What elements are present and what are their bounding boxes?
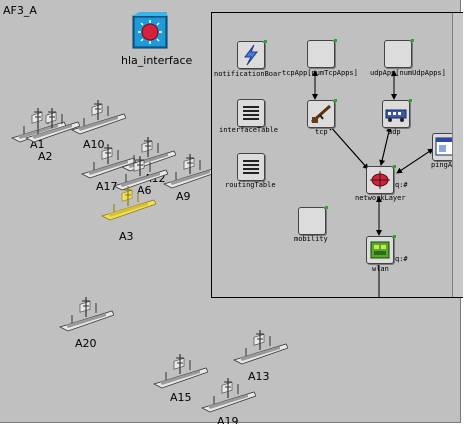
ship-label: A17	[96, 180, 118, 193]
network-layer-label: networkLayer	[355, 194, 406, 202]
udp-app-label: udpApp[numUdpApps]	[370, 69, 446, 77]
ship-label: A3	[119, 230, 134, 243]
host-module-panel[interactable]: notificationBoar tcpApp[numTcpApps] udpA…	[211, 12, 463, 298]
hla-interface-label: hla_interface	[121, 54, 193, 67]
status-marker	[393, 165, 396, 168]
router-icon	[370, 171, 390, 189]
mobility-node[interactable]	[298, 207, 326, 235]
network-globe-icon	[132, 12, 168, 49]
ship-icon	[80, 144, 137, 179]
status-marker	[334, 99, 337, 102]
ship-icon	[58, 297, 115, 332]
tcp-app-node[interactable]	[307, 40, 335, 68]
ship-icon	[162, 154, 219, 189]
vertical-scrollbar[interactable]	[452, 13, 463, 297]
notification-board-label: notificationBoar	[214, 70, 282, 78]
ship-label: A9	[176, 190, 191, 203]
ship-icon	[112, 156, 169, 191]
status-marker	[264, 40, 267, 43]
ship-label: A15	[170, 391, 192, 404]
ship-label: A10	[83, 138, 105, 151]
network-layer-gate: q:#	[395, 181, 408, 189]
interface-table-node[interactable]	[237, 99, 265, 127]
udp-app-node[interactable]	[384, 40, 412, 68]
routing-table-label: routingTable	[225, 181, 276, 189]
list-icon	[243, 160, 259, 174]
ship-icon	[232, 330, 289, 365]
notification-board-node[interactable]	[237, 41, 265, 69]
ping-app-label: pingApp	[431, 161, 461, 169]
ship-a6[interactable]	[112, 152, 169, 196]
ship-icon	[100, 186, 157, 221]
ship-a19[interactable]	[200, 374, 257, 418]
ship-label: A20	[75, 337, 97, 350]
tcp-label: tcp	[315, 128, 328, 136]
ship-icon	[200, 378, 257, 413]
wlan-gate: q:#	[395, 255, 408, 263]
ship-label: A6	[137, 184, 152, 197]
routing-table-node[interactable]	[237, 153, 265, 181]
ship-label: A19	[217, 415, 239, 424]
list-icon	[243, 106, 259, 120]
network-layer-node[interactable]	[366, 166, 394, 194]
wlan-node[interactable]	[366, 236, 394, 264]
hla-interface-module[interactable]	[131, 12, 169, 50]
wlan-label: wlan	[372, 265, 389, 273]
train-icon	[385, 109, 407, 122]
rifle-icon	[311, 104, 331, 124]
canvas-title: AF3_A	[3, 4, 37, 17]
tcp-node[interactable]	[307, 100, 335, 128]
status-marker	[325, 206, 328, 209]
ship-label: A2	[38, 150, 53, 163]
ship-a17[interactable]	[80, 140, 137, 184]
status-marker	[411, 39, 414, 42]
nic-icon	[370, 241, 390, 259]
connection-lines	[312, 70, 434, 297]
lightning-icon	[244, 44, 259, 66]
status-marker	[409, 99, 412, 102]
ship-a20[interactable]	[58, 293, 115, 337]
tcp-app-label: tcpApp[numTcpApps]	[282, 69, 358, 77]
ship-label: A13	[248, 370, 270, 383]
status-marker	[334, 39, 337, 42]
interface-table-label: interfaceTable	[219, 126, 279, 134]
ship-a10[interactable]	[70, 96, 127, 140]
ship-a3[interactable]	[100, 182, 157, 226]
status-marker	[393, 235, 396, 238]
mobility-label: mobility	[294, 235, 328, 243]
ship-a13[interactable]	[232, 326, 289, 370]
udp-label: udp	[388, 128, 401, 136]
ship-icon	[70, 100, 127, 135]
ping-app-node[interactable]	[432, 133, 460, 161]
udp-node[interactable]	[382, 100, 410, 128]
ship-a9[interactable]	[162, 150, 219, 194]
